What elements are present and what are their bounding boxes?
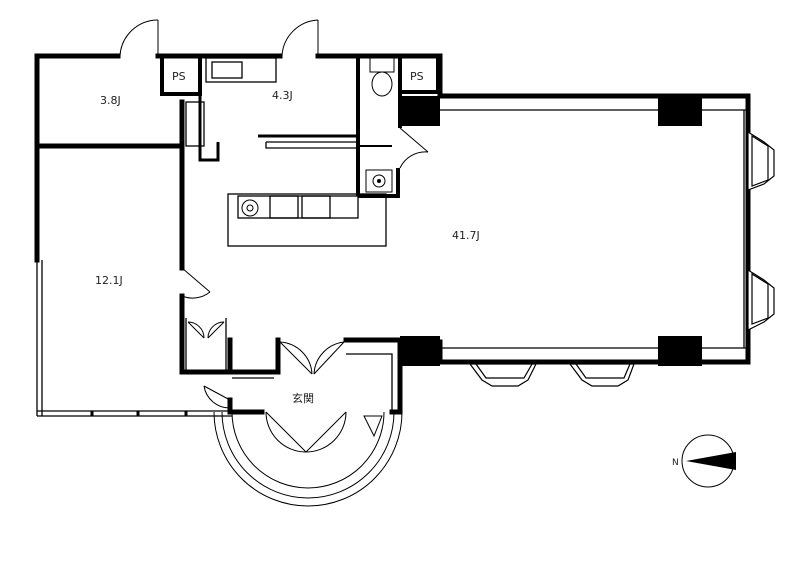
columns xyxy=(400,96,702,366)
thin-walls xyxy=(36,54,748,417)
room-label-4-3: 4.3J xyxy=(272,89,293,102)
bay-windows xyxy=(468,130,775,387)
porch-arcs xyxy=(213,411,403,507)
doors xyxy=(119,19,429,453)
ps-label-right: PS xyxy=(410,70,424,83)
ps-label-left: PS xyxy=(172,70,186,83)
compass-north-label: N xyxy=(672,458,679,468)
room-label-entrance: 玄関 xyxy=(292,391,314,405)
room-label-3-8: 3.8J xyxy=(100,94,121,107)
fixtures xyxy=(241,57,395,217)
room-label-41-7: 41.7J xyxy=(452,229,480,242)
room-label-12-1: 12.1J xyxy=(95,274,123,287)
compass-icon: N xyxy=(672,434,736,488)
